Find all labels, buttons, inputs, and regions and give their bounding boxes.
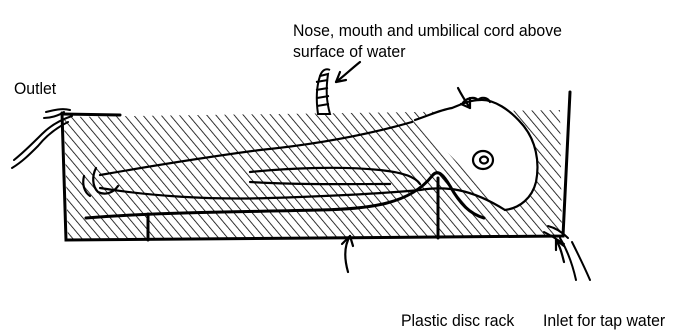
label-outlet: Outlet	[14, 78, 56, 99]
label-nose-line2: surface of water	[293, 41, 562, 62]
label-nose-mouth-cord: Nose, mouth and umbilical cord above sur…	[293, 20, 562, 62]
label-nose-line1: Nose, mouth and umbilical cord above	[293, 20, 562, 41]
label-inlet: Inlet for tap water	[543, 310, 665, 331]
umbilical-cord	[316, 69, 330, 114]
label-disc-rack: Plastic disc rack	[401, 310, 514, 331]
